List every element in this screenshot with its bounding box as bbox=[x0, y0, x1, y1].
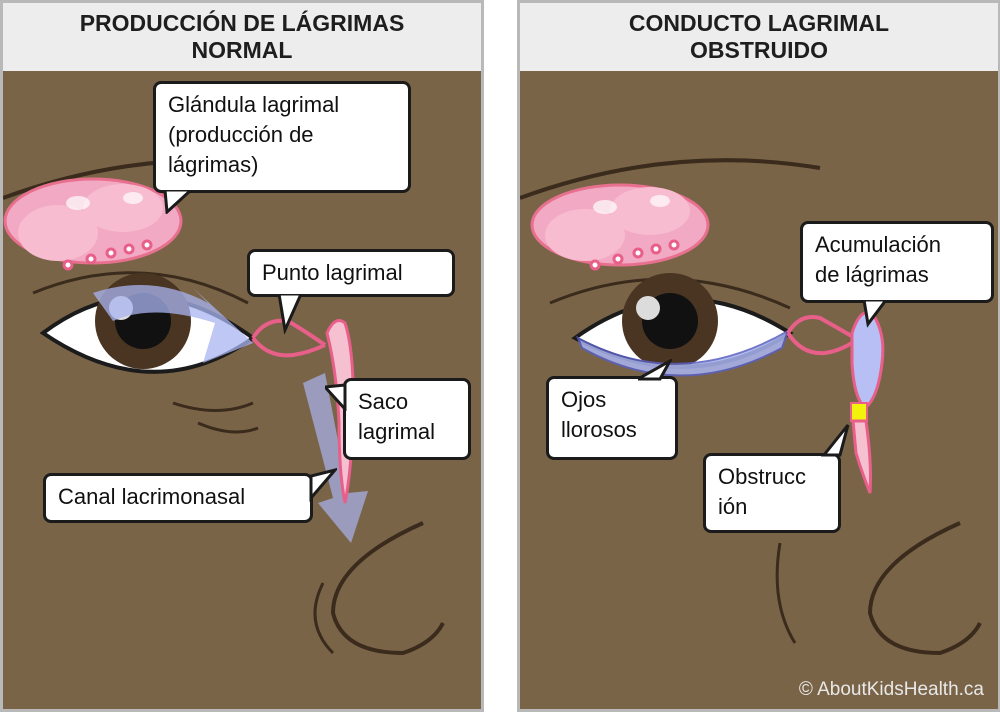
callout-nasolacrimal-duct: Canal lacrimonasal bbox=[43, 473, 313, 523]
callout-tail bbox=[277, 294, 303, 334]
blocked-duct-eye-illustration bbox=[520, 158, 982, 656]
callout-tail bbox=[163, 190, 193, 214]
panel-title-blocked: CONDUCTO LAGRIMAL OBSTRUIDO bbox=[520, 3, 998, 71]
lacrimal-gland bbox=[530, 183, 710, 271]
callout-obstruction: Obstrucc ión bbox=[703, 453, 841, 533]
callout-tear-accumulation: Acumulación de lágrimas bbox=[800, 221, 994, 303]
panel-title-normal: PRODUCCIÓN DE LÁGRIMAS NORMAL bbox=[3, 3, 481, 71]
callout-watery-eyes: Ojos llorosos bbox=[546, 376, 678, 460]
callout-tail bbox=[820, 424, 850, 457]
copyright-notice: © AboutKidsHealth.ca bbox=[798, 679, 984, 700]
callout-tail bbox=[862, 300, 888, 328]
normal-eye-illustration bbox=[3, 158, 445, 656]
lacrimal-gland bbox=[3, 177, 183, 271]
callout-tail bbox=[638, 359, 672, 381]
eye bbox=[571, 273, 794, 377]
callout-punctum: Punto lagrimal bbox=[247, 249, 455, 297]
panel-normal-tear-production: PRODUCCIÓN DE LÁGRIMAS NORMAL bbox=[0, 0, 484, 712]
panel-blocked-tear-duct: CONDUCTO LAGRIMAL OBSTRUIDO bbox=[517, 0, 1000, 712]
callout-lacrimal-gland: Glándula lagrimal (producción de lágrima… bbox=[153, 81, 411, 193]
callout-tail bbox=[325, 383, 347, 411]
callout-tail bbox=[309, 468, 337, 502]
callout-lacrimal-sac: Saco lagrimal bbox=[343, 378, 471, 460]
